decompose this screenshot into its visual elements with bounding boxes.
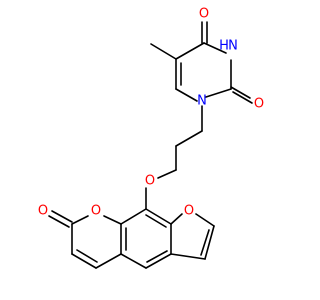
bond-c6-n1 [175,88,198,102]
chemical-structure-diagram: O H N O N O O O O [38,7,264,269]
bond-c4-c5 [175,42,205,60]
bond-ofuran-c7 [195,213,215,227]
bond-c3-c4p-inner [76,249,98,263]
bond-c4-c3a-inner [146,250,168,263]
bond-c2-o-double [232,91,253,104]
atom-nitrogen-n1: N [197,94,207,109]
bond-n3-c4 [203,42,227,54]
bond-c9a-o1 [103,215,122,225]
atom-nitrogen-nh: N [228,39,238,54]
atom-oxygen-ether: O [145,174,155,189]
bond-ch2-o [157,169,177,179]
atom-oxygen-lactone: O [91,204,101,219]
bond-c7-c6-inner [200,229,210,256]
bond-c3-c4p [71,253,97,269]
bond-c8a-c9 [145,208,172,225]
bond-c2-ocarbonyl [51,210,73,223]
atom-labels: O H N O N O O O O [38,7,264,219]
bonds [48,21,253,269]
bond-c4p-c4a [95,253,122,269]
bond-o1-c2 [71,215,89,225]
atom-oxygen-carbonyl: O [38,204,48,219]
bond-c4a-c4 [120,253,147,269]
bond-c2-o [230,86,251,99]
atom-oxygen-right: O [254,97,264,112]
bond-c2-ocarbonyl-double [48,215,70,228]
bond-methyl [150,43,177,60]
atom-oxygen-top: O [199,7,209,22]
bond-c8a-ofuran [170,213,183,225]
bond-n1-c2 [205,88,232,98]
bond-c8a-c9-inner [145,214,167,228]
atom-oxygen-furan: O [184,204,194,219]
bond-ch2-ch2 [175,130,203,147]
bond-c6-c3a [170,253,206,260]
bond-c9-c9a [120,208,147,225]
atom-hydrogen-nh: H [219,39,229,54]
bond-c4-c3a [145,253,172,269]
bond-c7-c6 [204,225,215,260]
